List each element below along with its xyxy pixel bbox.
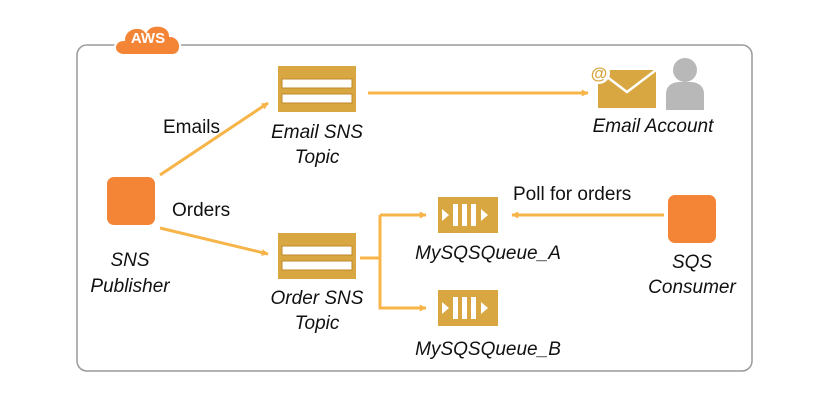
edge-label-orders: Orders: [172, 200, 231, 221]
aws-cloud-icon: [114, 24, 181, 56]
publisher-icon: [107, 177, 155, 225]
edge-topic-fanout: [360, 215, 382, 260]
order-topic-icon: [278, 233, 356, 279]
edge-label-poll: Poll for orders: [513, 184, 632, 205]
consumer-icon: [668, 195, 716, 243]
user-icon: [666, 58, 704, 110]
queue-a-icon: [438, 197, 498, 233]
order-topic-label-line2: Topic: [294, 313, 340, 334]
order-topic-label-line1: Order SNS: [270, 288, 364, 309]
email-account-label: Email Account: [592, 116, 714, 137]
consumer-label-line1: SQS: [671, 252, 713, 273]
consumer-label-line2: Consumer: [648, 277, 736, 298]
queue-b-label: MySQSQueue_B: [415, 339, 561, 360]
svg-text:@: @: [591, 64, 608, 83]
edge-label-emails: Emails: [163, 117, 221, 138]
queue-a-label: MySQSQueue_A: [415, 243, 561, 264]
edge-emails: [159, 101, 269, 177]
edge-orders: [159, 226, 269, 256]
publisher-label-line1: SNS: [110, 250, 150, 271]
queue-b-icon: [438, 290, 498, 326]
envelope-icon: @: [588, 62, 657, 108]
email-topic-label-line2: Topic: [294, 147, 340, 168]
publisher-label-line2: Publisher: [90, 276, 170, 297]
email-topic-label-line1: Email SNS: [271, 122, 363, 143]
email-topic-icon: [278, 66, 356, 112]
edge-to-queue-b-path: [378, 258, 427, 312]
aws-label: AWS: [130, 30, 166, 47]
aws-boundary: [76, 44, 753, 372]
